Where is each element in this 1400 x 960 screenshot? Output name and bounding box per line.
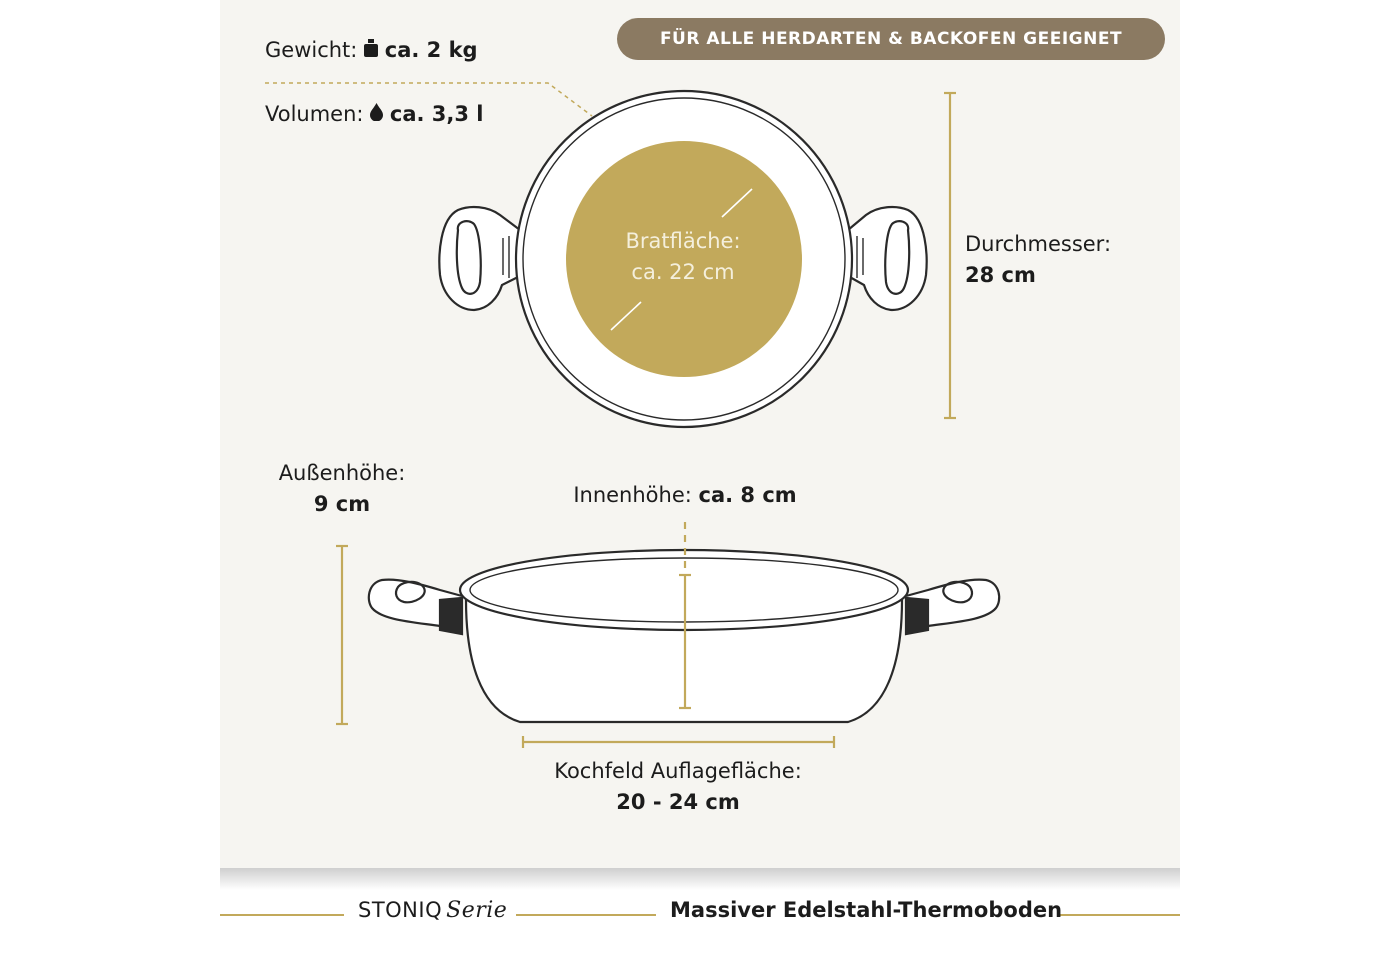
diameter-title: Durchmesser: [965, 232, 1112, 256]
right-handle-top [847, 205, 928, 312]
right-handle-side [904, 578, 1001, 636]
frying-surface-title: Bratfläche: [625, 229, 741, 253]
weight-value: ca. 2 kg [384, 38, 478, 62]
footer-divider-shadow [220, 868, 1180, 890]
weight-icon [364, 39, 379, 57]
badge-text: FÜR ALLE HERDARTEN & BACKOFEN GEEIGNET [659, 29, 1123, 49]
weight-spec: Gewicht: ca. 2 kg [265, 38, 478, 62]
frying-surface-value: ca. 22 cm [631, 260, 735, 284]
outer-height-title: Außenhöhe: [278, 461, 406, 485]
outer-height-dimension-line [336, 544, 348, 726]
footer-claim: Massiver Edelstahl-Thermoboden [670, 898, 1063, 922]
pan-inner-rim [522, 97, 846, 421]
diameter-label: Durchmesser: 28 cm [965, 229, 1111, 291]
brand-suffix: Serie [446, 898, 508, 923]
diameter-value: 28 cm [965, 263, 1036, 287]
outer-height-value: 9 cm [313, 492, 371, 516]
hob-surface-dimension-line [521, 736, 836, 748]
inner-height-label: Innenhöhe: ca. 8 cm [540, 480, 830, 511]
volume-spec: Volumen: ca. 3,3 l [265, 102, 484, 126]
outer-height-label: Außenhöhe: 9 cm [252, 458, 432, 520]
weight-label: Gewicht: [265, 38, 358, 62]
leader-line [265, 82, 593, 117]
inner-height-dimension-line [679, 522, 691, 710]
hob-surface-title: Kochfeld Auflagefläche: [554, 759, 802, 783]
frying-surface-tick-bottom [610, 301, 642, 331]
volume-value: ca. 3,3 l [389, 102, 484, 126]
volume-label: Volumen: [265, 102, 364, 126]
frying-surface-label: Bratfläche: ca. 22 cm [566, 226, 800, 288]
diameter-dimension-line [944, 91, 956, 420]
hob-surface-label: Kochfeld Auflagefläche: 20 - 24 cm [518, 756, 838, 818]
left-handle-top [438, 205, 521, 312]
brand-name: STONIQ [358, 898, 443, 922]
left-handle-side [367, 578, 464, 636]
droplet-icon [370, 103, 384, 121]
inner-height-value: ca. 8 cm [698, 483, 797, 507]
suitability-badge: FÜR ALLE HERDARTEN & BACKOFEN GEEIGNET [617, 18, 1165, 60]
hob-surface-value: 20 - 24 cm [616, 790, 740, 814]
frying-surface-tick-top [721, 188, 753, 218]
inner-height-title: Innenhöhe: [573, 483, 692, 507]
